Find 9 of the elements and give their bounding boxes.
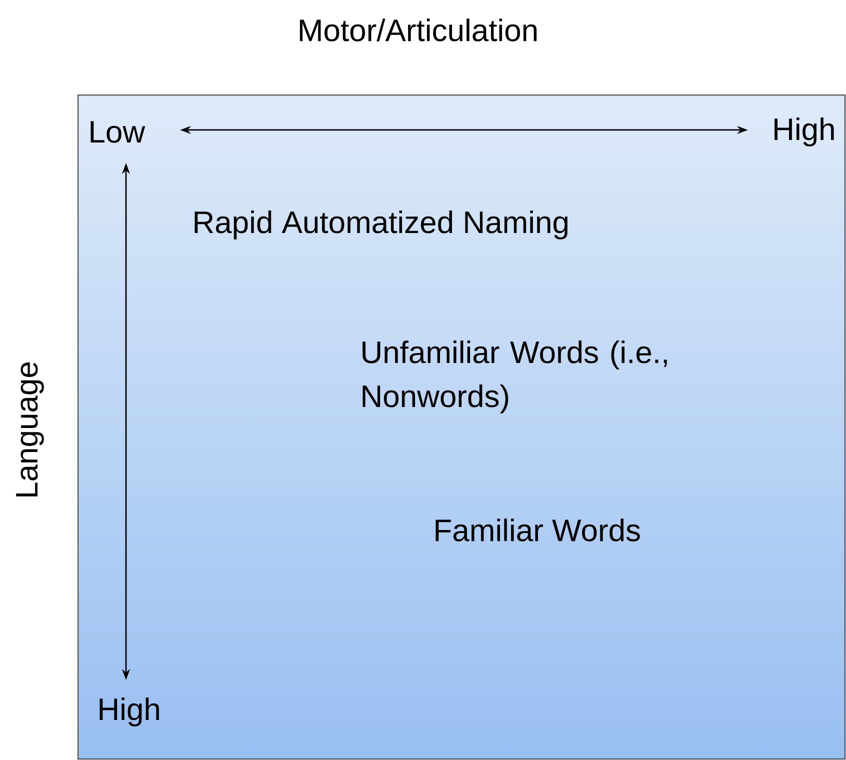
- item-label: Familiar Words: [436, 518, 640, 542]
- axis-title: Language: [16, 362, 44, 496]
- scale-label: Low: [90, 121, 146, 143]
- quadrant-panel: [77, 94, 846, 760]
- scale-label: High: [774, 118, 834, 146]
- scale-label: High: [100, 698, 159, 726]
- item-label: Unfamiliar Words (i.e., Nonwords): [362, 340, 667, 414]
- item-label: Rapid Automatized Naming: [194, 210, 568, 240]
- axis-title: Motor/Articulation: [300, 18, 537, 42]
